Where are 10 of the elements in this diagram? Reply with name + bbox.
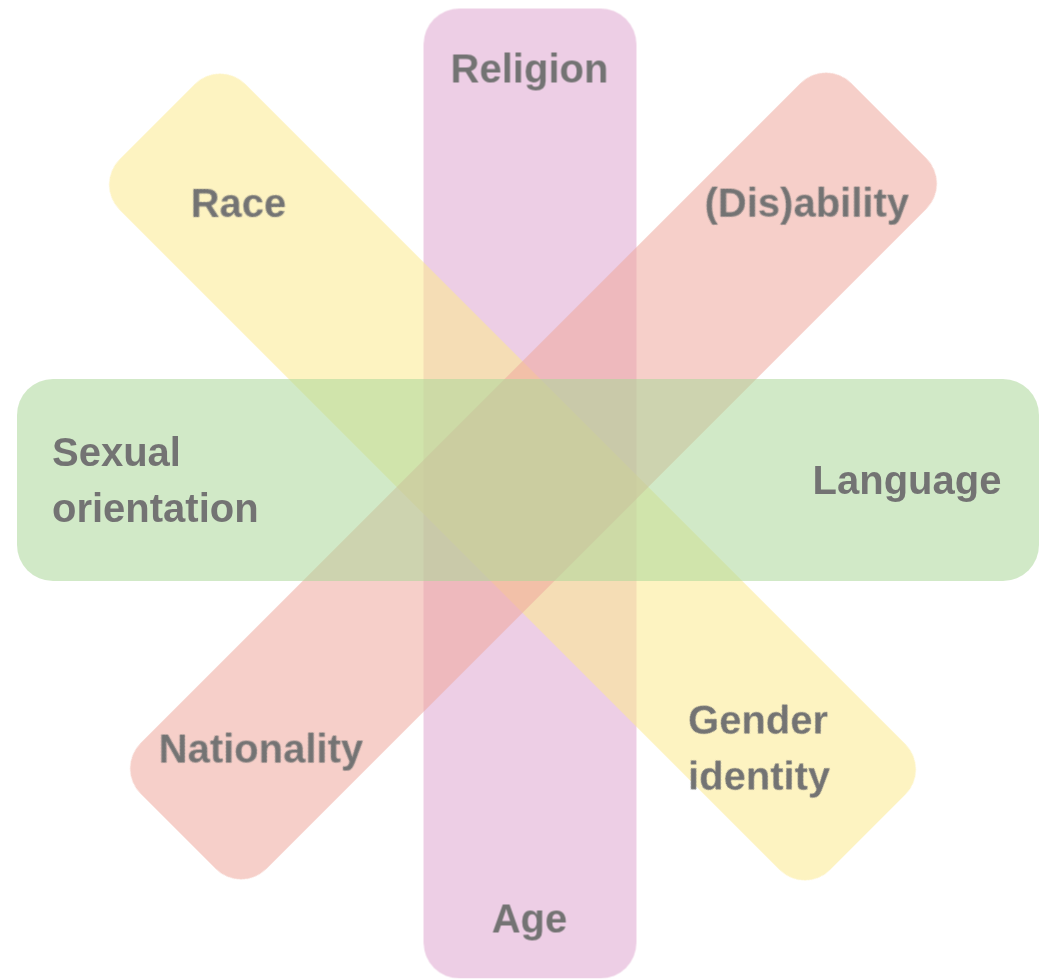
band-label: (Dis)ability [702,180,910,228]
vertical-band [423,8,637,978]
band-label: Religion [450,45,610,93]
band-label: Race [188,179,287,227]
band-label: Language [811,457,1003,504]
horizontal-band [17,379,1039,581]
band-label: Sexual orientation [52,429,260,532]
band-label: Gender identity [687,696,831,800]
band-label: Nationality [156,725,364,773]
band-label: Age [491,895,569,943]
